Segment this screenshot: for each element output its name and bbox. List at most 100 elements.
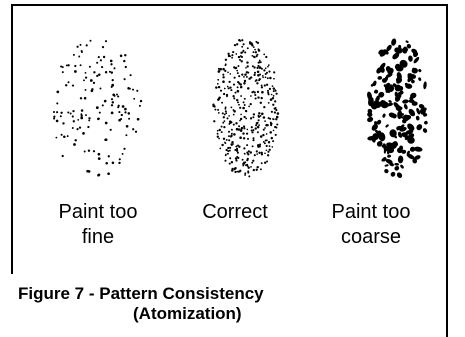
pattern-correct-dot <box>215 86 217 88</box>
pattern-correct-dot <box>257 131 259 133</box>
pattern-correct-dot <box>267 66 269 68</box>
pattern-correct-dot <box>269 77 272 80</box>
pattern-correct-dot <box>260 102 262 104</box>
pattern-correct-dot <box>222 122 224 124</box>
pattern-fine-dot <box>53 117 55 119</box>
pattern-correct-dot <box>222 112 224 114</box>
pattern-coarse-dot <box>405 40 409 43</box>
pattern-fine-dot <box>61 134 63 136</box>
pattern-correct-dot <box>263 69 265 71</box>
pattern-coarse-dot <box>387 150 389 154</box>
pattern-fine-dot <box>67 64 69 66</box>
pattern-correct-dot <box>240 128 242 130</box>
pattern-correct-dot <box>250 166 252 168</box>
pattern-correct-dot <box>269 145 271 147</box>
pattern-correct-dot <box>273 130 275 132</box>
pattern-correct-dot <box>270 123 272 125</box>
pattern-correct-dot <box>224 120 226 122</box>
pattern-correct-dot <box>223 138 225 140</box>
pattern-fine-dot <box>72 110 74 112</box>
pattern-correct-dot <box>231 169 234 172</box>
pattern-fine-dot <box>96 106 99 109</box>
pattern-correct-dot <box>251 129 253 131</box>
pattern-correct-dot <box>253 113 255 115</box>
pattern-correct-dot <box>271 94 273 96</box>
pattern-correct-dot <box>266 145 268 147</box>
pattern-fine-dot <box>56 137 58 139</box>
pattern-fine-dot <box>79 126 81 128</box>
pattern-correct-dot <box>243 101 245 103</box>
pattern-correct-dot <box>227 86 229 88</box>
pattern-correct-dot <box>264 84 266 86</box>
pattern-fine-dot <box>53 111 55 113</box>
pattern-correct-dot <box>240 114 242 116</box>
pattern-coarse-dot <box>418 68 422 72</box>
pattern-correct-dot <box>256 67 258 69</box>
pattern-fine-dot <box>73 54 75 56</box>
pattern-correct-dot <box>250 151 252 153</box>
pattern-coarse-dot <box>393 165 400 172</box>
pattern-coarse-dot <box>408 55 413 62</box>
pattern-correct-dot <box>248 77 250 79</box>
pattern-fine-dot <box>125 134 127 136</box>
pattern-coarse-dot <box>390 38 396 46</box>
pattern-correct-dot <box>225 63 227 65</box>
pattern-correct-dot <box>226 117 228 119</box>
pattern-fine-dot <box>96 75 98 77</box>
pattern-correct-dot <box>244 82 246 84</box>
pattern-fine-dot <box>90 40 92 42</box>
pattern-fine-dot <box>60 115 62 117</box>
pattern-fine-dot <box>122 105 125 108</box>
pattern-correct-dot <box>251 55 253 57</box>
pattern-correct-dot <box>269 149 271 151</box>
pattern-correct-dot <box>269 88 271 90</box>
pattern-correct-dot <box>231 141 233 143</box>
pattern-correct-dot <box>272 97 274 99</box>
pattern-correct-dot <box>267 77 269 79</box>
pattern-correct-dot <box>254 49 256 51</box>
pattern-correct-dot <box>269 131 272 134</box>
pattern-fine-dot <box>124 108 127 111</box>
pattern-correct-dot <box>234 171 236 173</box>
pattern-fine-dot <box>98 73 100 75</box>
pattern-correct-dot <box>230 106 232 108</box>
pattern-correct-dot <box>263 116 266 119</box>
pattern-correct-dot <box>227 147 229 149</box>
pattern-correct-dot <box>275 134 277 136</box>
pattern-correct-dot <box>259 78 261 80</box>
pattern-fine-dot <box>56 111 58 113</box>
pattern-fine-dot <box>90 79 93 82</box>
fine-pattern-label-line1: Paint too <box>38 200 158 225</box>
pattern-correct-dot <box>218 86 220 88</box>
pattern-correct-dot <box>267 90 269 92</box>
pattern-fine-dot <box>93 82 95 84</box>
pattern-correct-dot <box>257 145 259 147</box>
correct-spray-pattern <box>212 39 279 177</box>
pattern-fine-dot <box>98 157 101 160</box>
pattern-fine-dot <box>60 112 62 114</box>
pattern-fine-dot <box>88 117 90 119</box>
figure-caption-line1: Figure 7 - Pattern Consistency <box>18 284 264 303</box>
pattern-fine-dot <box>105 162 108 165</box>
pattern-correct-dot <box>262 76 264 78</box>
pattern-correct-dot <box>250 117 252 119</box>
pattern-fine-dot <box>76 128 78 130</box>
pattern-correct-dot <box>227 53 229 55</box>
pattern-fine-dot <box>88 119 90 121</box>
pattern-correct-dot <box>243 127 245 129</box>
pattern-correct-dot <box>261 97 263 99</box>
pattern-fine-dot <box>65 84 67 86</box>
pattern-correct-dot <box>257 74 260 77</box>
figure-caption-line2: (Atomization) <box>18 304 264 324</box>
pattern-correct-dot <box>275 93 277 95</box>
pattern-correct-dot <box>265 67 267 69</box>
pattern-correct-dot <box>246 133 248 135</box>
pattern-correct-dot <box>272 85 274 87</box>
pattern-correct-dot <box>235 159 237 161</box>
pattern-correct-dot <box>223 93 225 95</box>
pattern-coarse-dot <box>414 146 423 152</box>
pattern-correct-dot <box>248 175 250 177</box>
pattern-correct-dot <box>241 56 243 58</box>
pattern-correct-dot <box>243 43 245 45</box>
pattern-fine-dot <box>110 129 112 131</box>
